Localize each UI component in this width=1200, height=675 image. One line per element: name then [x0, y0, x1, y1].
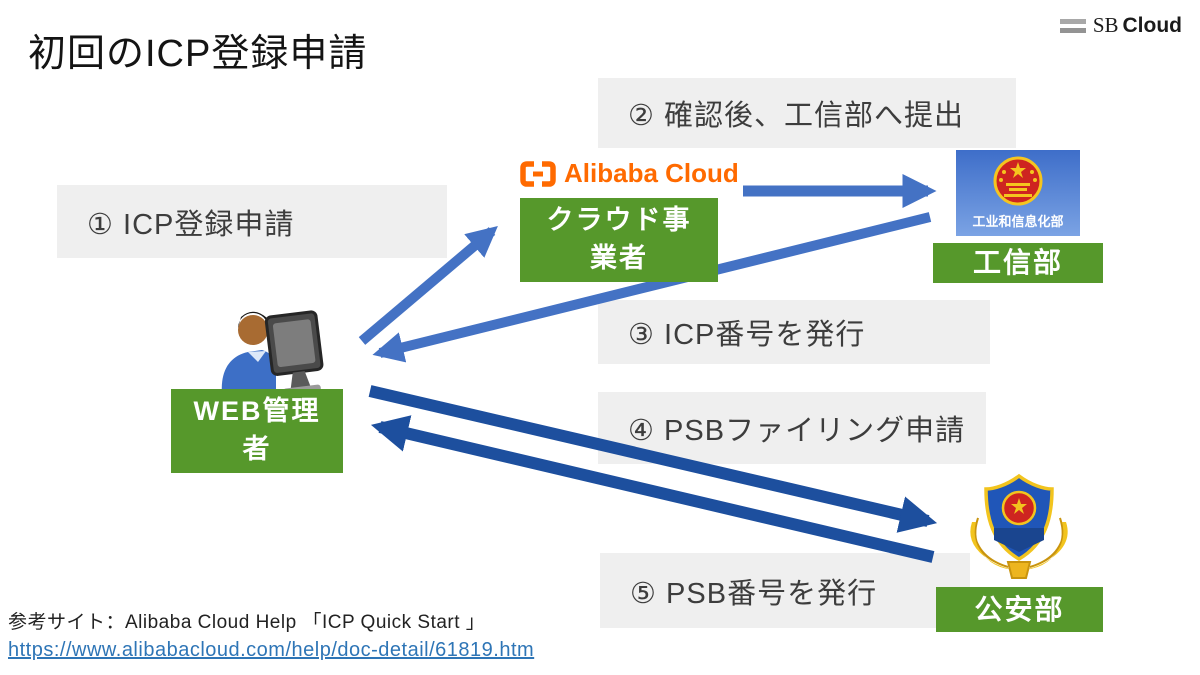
cloud-provider-label: クラウド事業者: [546, 205, 692, 273]
reference-text: 参考サイト：Alibaba Cloud Help 「ICP Quick Star…: [8, 612, 486, 633]
reference-link[interactable]: https://www.alibabacloud.com/help/doc-de…: [8, 639, 535, 661]
cloud-provider-label-box: クラウド事業者: [520, 198, 718, 282]
psb-label: 公安部: [974, 593, 1065, 625]
step-1-icp-application: ① ICP登録申請: [57, 185, 447, 258]
softbank-bars-icon: [1059, 18, 1086, 33]
web-admin-label-box: WEB管理者: [171, 389, 343, 473]
step-5-psb-number-issued: ⑤ PSB番号を発行: [600, 553, 970, 628]
footer: 参考サイト：Alibaba Cloud Help 「ICP Quick Star…: [8, 607, 534, 662]
step-2-submit-to-miit: ② 確認後、工信部へ提出: [598, 78, 1016, 148]
step-1-label: ① ICP登録申請: [87, 208, 295, 241]
psb-label-box: 公安部: [936, 587, 1103, 632]
step-3-label: ③ ICP番号を発行: [628, 319, 866, 351]
miit-emblem-icon: 工业和信息化部: [956, 150, 1080, 236]
alibaba-cloud-logo: Alibaba Cloud: [518, 158, 739, 189]
miit-label-box: 工信部: [933, 243, 1103, 283]
alibaba-cloud-bracket-icon: [520, 160, 556, 187]
psb-badge-icon: [970, 473, 1068, 579]
step-4-psb-filing: ④ PSBファイリング申請: [598, 392, 986, 464]
web-admin-label: WEB管理者: [193, 396, 321, 464]
miit-emblem-caption: 工业和信息化部: [972, 214, 1063, 229]
alibaba-cloud-logo-text: Alibaba Cloud: [564, 158, 739, 188]
miit-label: 工信部: [972, 247, 1063, 279]
page-title: 初回のICP登録申請: [28, 33, 368, 75]
step-2-label: ② 確認後、工信部へ提出: [628, 100, 965, 132]
step-5-label: ⑤ PSB番号を発行: [630, 577, 878, 610]
web-admin-person-icon: [221, 310, 324, 396]
step-3-icp-number-issued: ③ ICP番号を発行: [598, 300, 990, 364]
step-4-label: ④ PSBファイリング申請: [628, 415, 966, 447]
